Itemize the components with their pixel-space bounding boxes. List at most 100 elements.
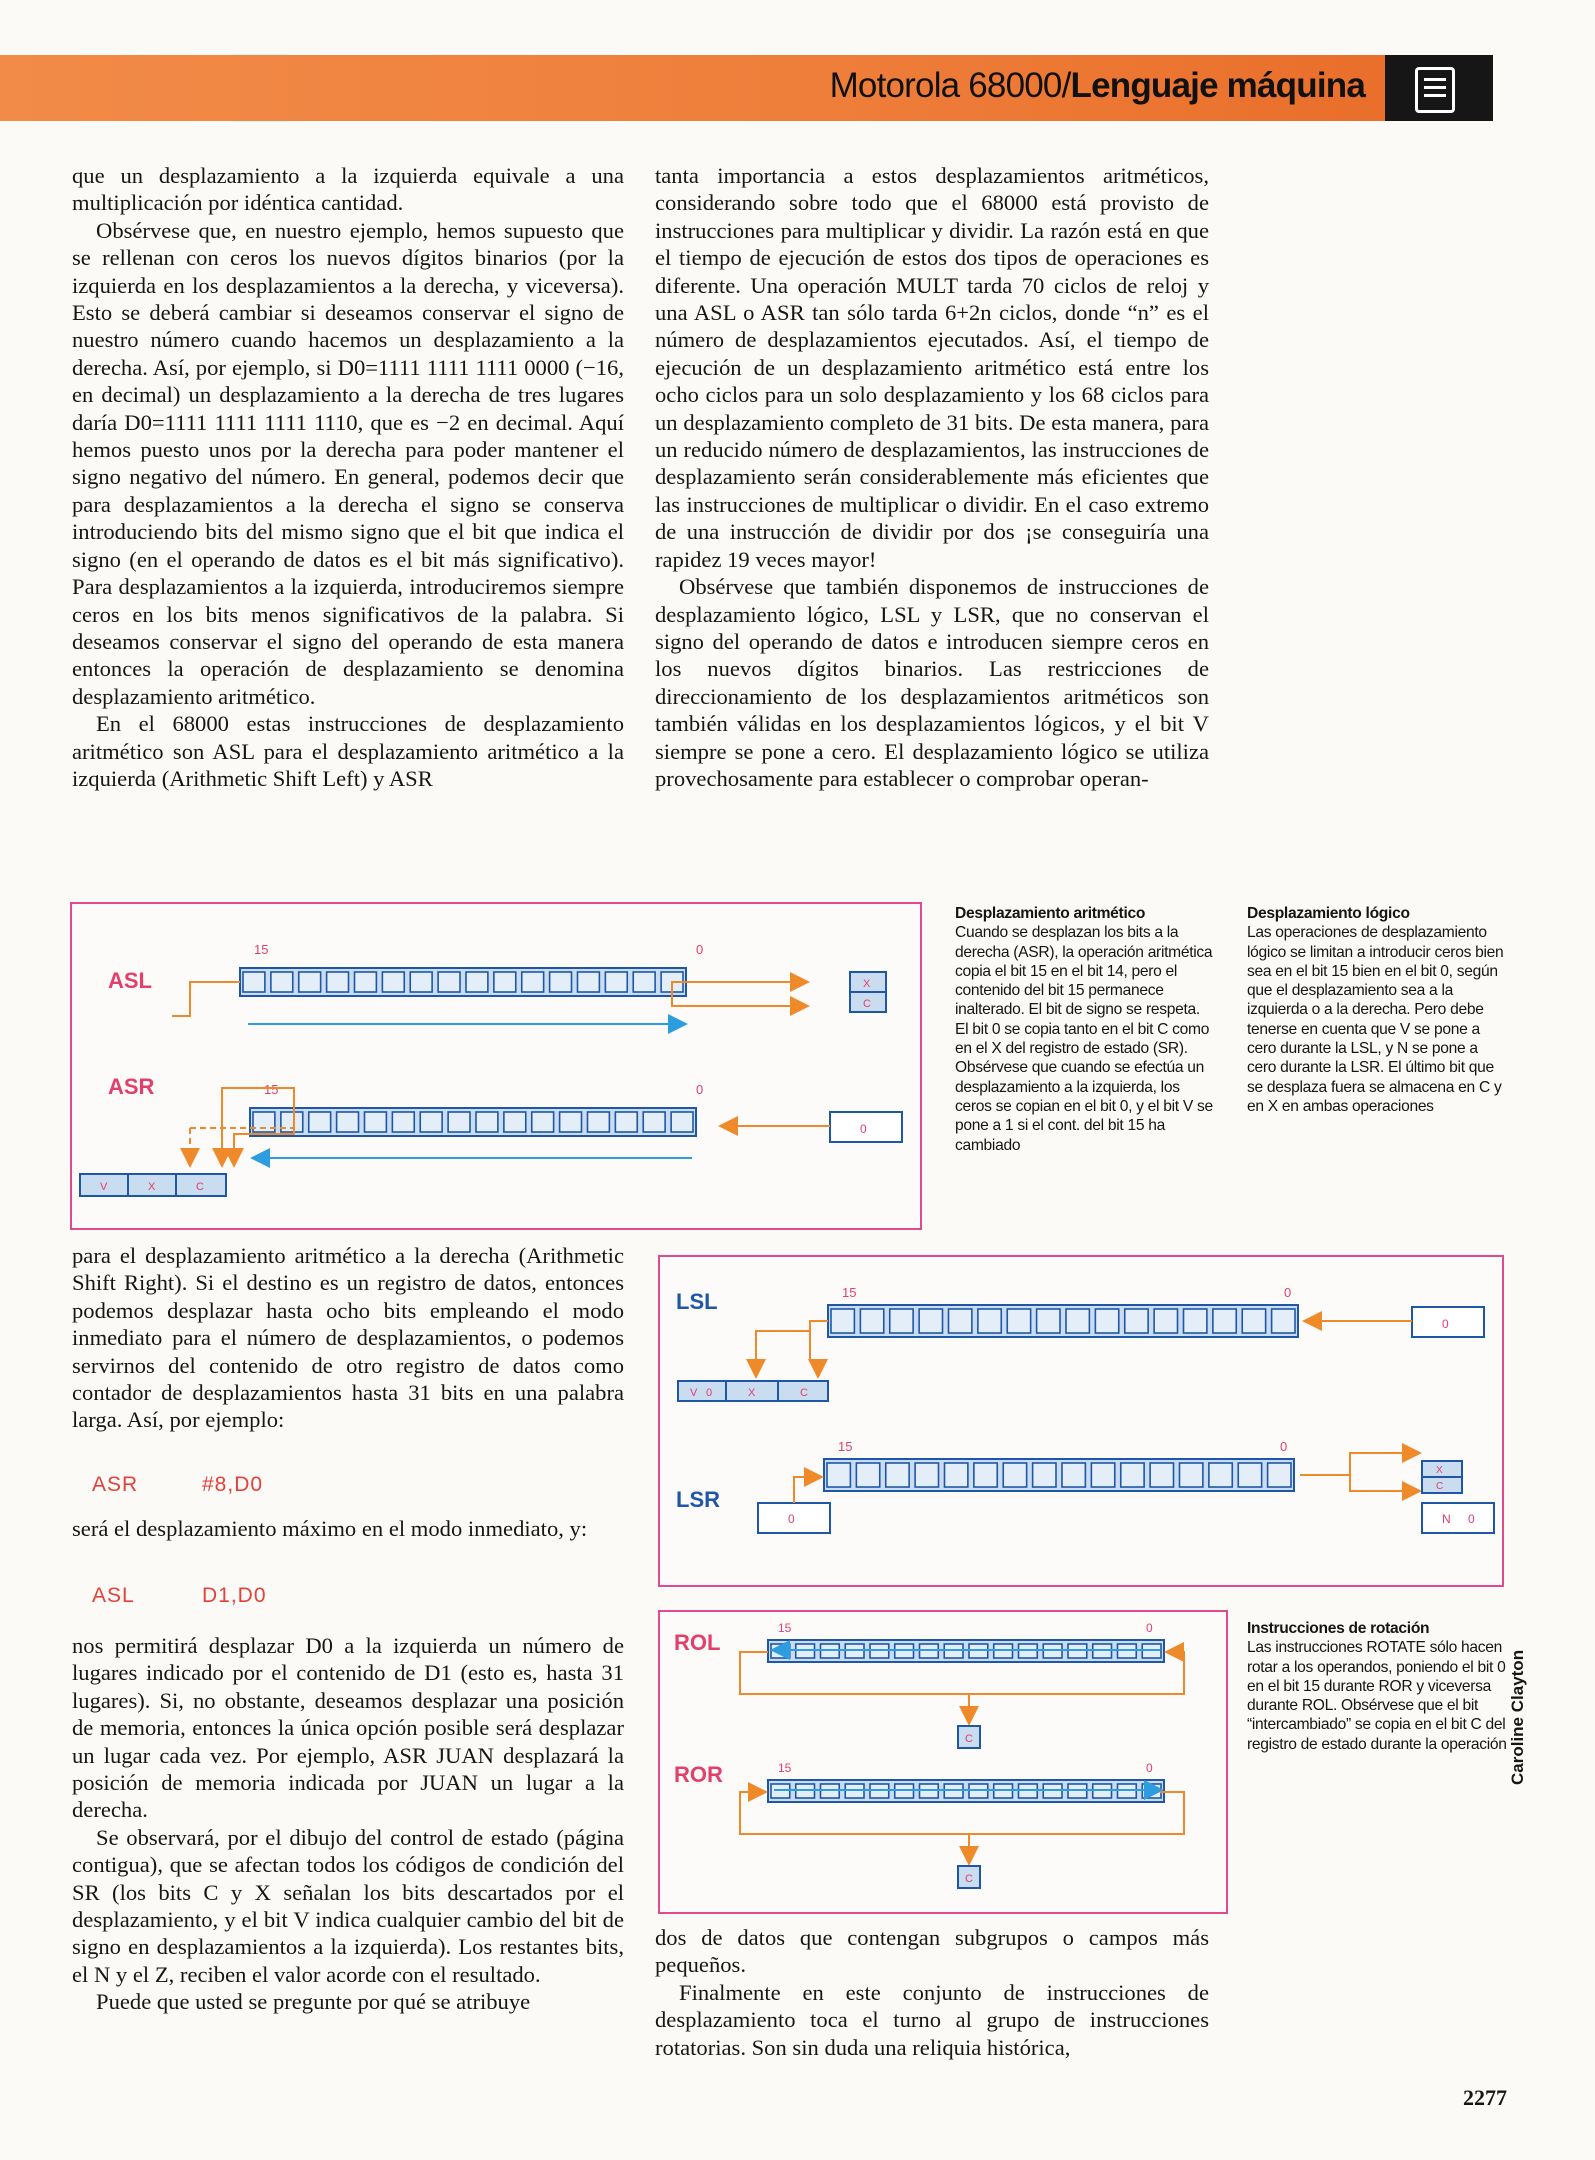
paragraph: nos permitirá desplazar D0 a la izquierd… — [72, 1633, 624, 1823]
flag-n: N — [1442, 1512, 1451, 1526]
lsr-to-c — [1349, 1475, 1422, 1501]
sidebar-heading: Instrucciones de rotación — [1247, 1620, 1430, 1637]
register-bit-cell — [884, 1462, 910, 1488]
register-bit-cell — [1241, 1308, 1267, 1334]
paragraph: será el desplazamiento máximo en el modo… — [72, 1516, 588, 1541]
rol-c-box — [957, 1725, 981, 1749]
logical-shift-diagram: LSL 15 0 0 V 0 X C LSR 15 0 0 X C N 0 — [658, 1255, 1504, 1587]
register-bit-cell — [493, 971, 517, 993]
code-example-2: ASL D1,D0 — [92, 1584, 267, 1608]
bit15-label: 15 — [264, 1082, 278, 1097]
register-bit-cell — [1182, 1308, 1208, 1334]
register-bit-cell — [1002, 1462, 1028, 1488]
bit15-label: 15 — [778, 1761, 792, 1775]
register-bit-cell — [548, 971, 573, 993]
sidebar-text: Las operaciones de desplazamiento lógico… — [1247, 924, 1504, 1115]
register-bit-cell — [475, 1111, 499, 1133]
body-column-left-lower: para el desplazamiento aritmético a la d… — [72, 1242, 624, 1434]
register-bit-cell — [576, 971, 601, 993]
register-bit-cell — [520, 971, 545, 993]
register-bit-cell — [977, 1308, 1003, 1334]
code-example-1: ASR#8,D0 — [92, 1473, 263, 1497]
sidebar-rotation: Instrucciones de rotación Las instruccio… — [1247, 1619, 1509, 1754]
bit0-label: 0 — [1280, 1439, 1287, 1454]
register-bit-cell — [855, 1462, 881, 1488]
code-op: ASL — [92, 1584, 135, 1607]
body-column-left-bottom: nos permitirá desplazar D0 a la izquierd… — [72, 1632, 624, 2016]
flag-c: C — [965, 1733, 973, 1745]
register-bit-cell — [530, 1111, 555, 1133]
flag-x: X — [863, 978, 871, 990]
register-bit-cell — [830, 1308, 856, 1334]
flag-c: C — [800, 1387, 808, 1399]
register-bit-cell — [918, 1308, 944, 1334]
body-column-middle-bottom: dos de datos que contengan subgrupos o c… — [655, 1924, 1209, 2061]
lsr-register — [823, 1458, 1295, 1492]
lsr-arrow-in — [793, 1467, 824, 1503]
register-bit-cell — [670, 1111, 694, 1133]
register-bit-cell — [1270, 1308, 1296, 1334]
register-bit-cell — [419, 1111, 443, 1133]
bit0-label: 0 — [696, 1082, 703, 1097]
asr-flags-box — [79, 1173, 227, 1197]
register-bit-cell — [391, 1111, 416, 1133]
bit0-label: 0 — [1146, 1621, 1153, 1635]
register-bit-cell — [325, 971, 350, 993]
lsr-n-zero-box — [1421, 1502, 1495, 1534]
paragraph: dos de datos que contengan subgrupos o c… — [655, 1925, 1209, 1978]
register-bit-cell — [947, 1308, 973, 1334]
register-bit-cell — [1149, 1462, 1175, 1488]
register-bit-cell — [1065, 1308, 1091, 1334]
ror-loop — [739, 1782, 1185, 1835]
register-bit-cell — [614, 1111, 639, 1133]
register-bit-cell — [943, 1462, 969, 1488]
paragraph: En el 68000 estas instrucciones de despl… — [72, 711, 624, 791]
register-bit-cell — [558, 1111, 583, 1133]
paragraph: Obsérvese que también disponemos de inst… — [655, 574, 1209, 791]
register-bit-cell — [409, 971, 433, 993]
paragraph: Se observará, por el dibujo del control … — [72, 1824, 624, 1987]
arithmetic-shift-svg: ASL 15 0 X C ASR 15 0 0 V X C — [79, 942, 903, 1197]
zero-value: 0 — [788, 1512, 795, 1526]
page-number: 2277 — [1463, 2085, 1507, 2110]
sidebar-heading: Desplazamiento aritmético — [955, 905, 1146, 922]
register-bit-cell — [1266, 1462, 1292, 1488]
asr-register — [249, 1107, 697, 1137]
register-bit-cell — [888, 1308, 914, 1334]
lsr-to-x — [1300, 1443, 1422, 1476]
register-bit-cell — [297, 971, 322, 993]
sidebar-logical: Desplazamiento lógico Las operaciones de… — [1247, 904, 1509, 1116]
zero-value: 0 — [1468, 1512, 1475, 1526]
register-bit-cell — [437, 971, 461, 993]
register-bit-cell — [632, 971, 656, 993]
register-bit-cell — [1035, 1308, 1061, 1334]
asr-bit-copy — [221, 1087, 295, 1124]
register-bit-cell — [353, 971, 378, 993]
header-band — [0, 55, 1385, 121]
code-args: D1,D0 — [202, 1584, 267, 1607]
illustration-credit: Caroline Clayton — [1508, 1649, 1527, 1785]
body-column-middle: tanta importancia a estos desplazamiento… — [655, 162, 1209, 792]
lsr-label: LSR — [676, 1487, 720, 1512]
register-bit-cell — [1094, 1308, 1120, 1334]
register-bit-cell — [1178, 1462, 1204, 1488]
rotation-diagram: ROL 15 0 C ROR 15 0 C — [658, 1610, 1228, 1914]
sidebar-arithmetic: Desplazamiento aritmético Cuando se desp… — [955, 904, 1213, 1155]
register-bit-cell — [335, 1111, 360, 1133]
bit15-label: 15 — [838, 1439, 852, 1454]
body-column-left: que un desplazamiento a la izquierda equ… — [72, 162, 624, 792]
lsl-label: LSL — [676, 1289, 718, 1314]
bit0-label: 0 — [1284, 1285, 1291, 1300]
register-bit-cell — [1006, 1308, 1032, 1334]
sidebar-text: Las instrucciones ROTATE sólo hacen rota… — [1247, 1639, 1507, 1753]
register-bit-cell — [826, 1462, 852, 1488]
flag-c: C — [1436, 1481, 1443, 1492]
register-bit-cell — [1090, 1462, 1116, 1488]
rol-loop — [739, 1642, 1185, 1695]
register-bit-cell — [859, 1308, 885, 1334]
register-bit-cell — [1123, 1308, 1149, 1334]
lsl-zero-box — [1411, 1306, 1485, 1338]
bit15-label: 15 — [842, 1285, 856, 1300]
register-bit-cell — [465, 971, 489, 993]
register-bit-cell — [503, 1111, 527, 1133]
